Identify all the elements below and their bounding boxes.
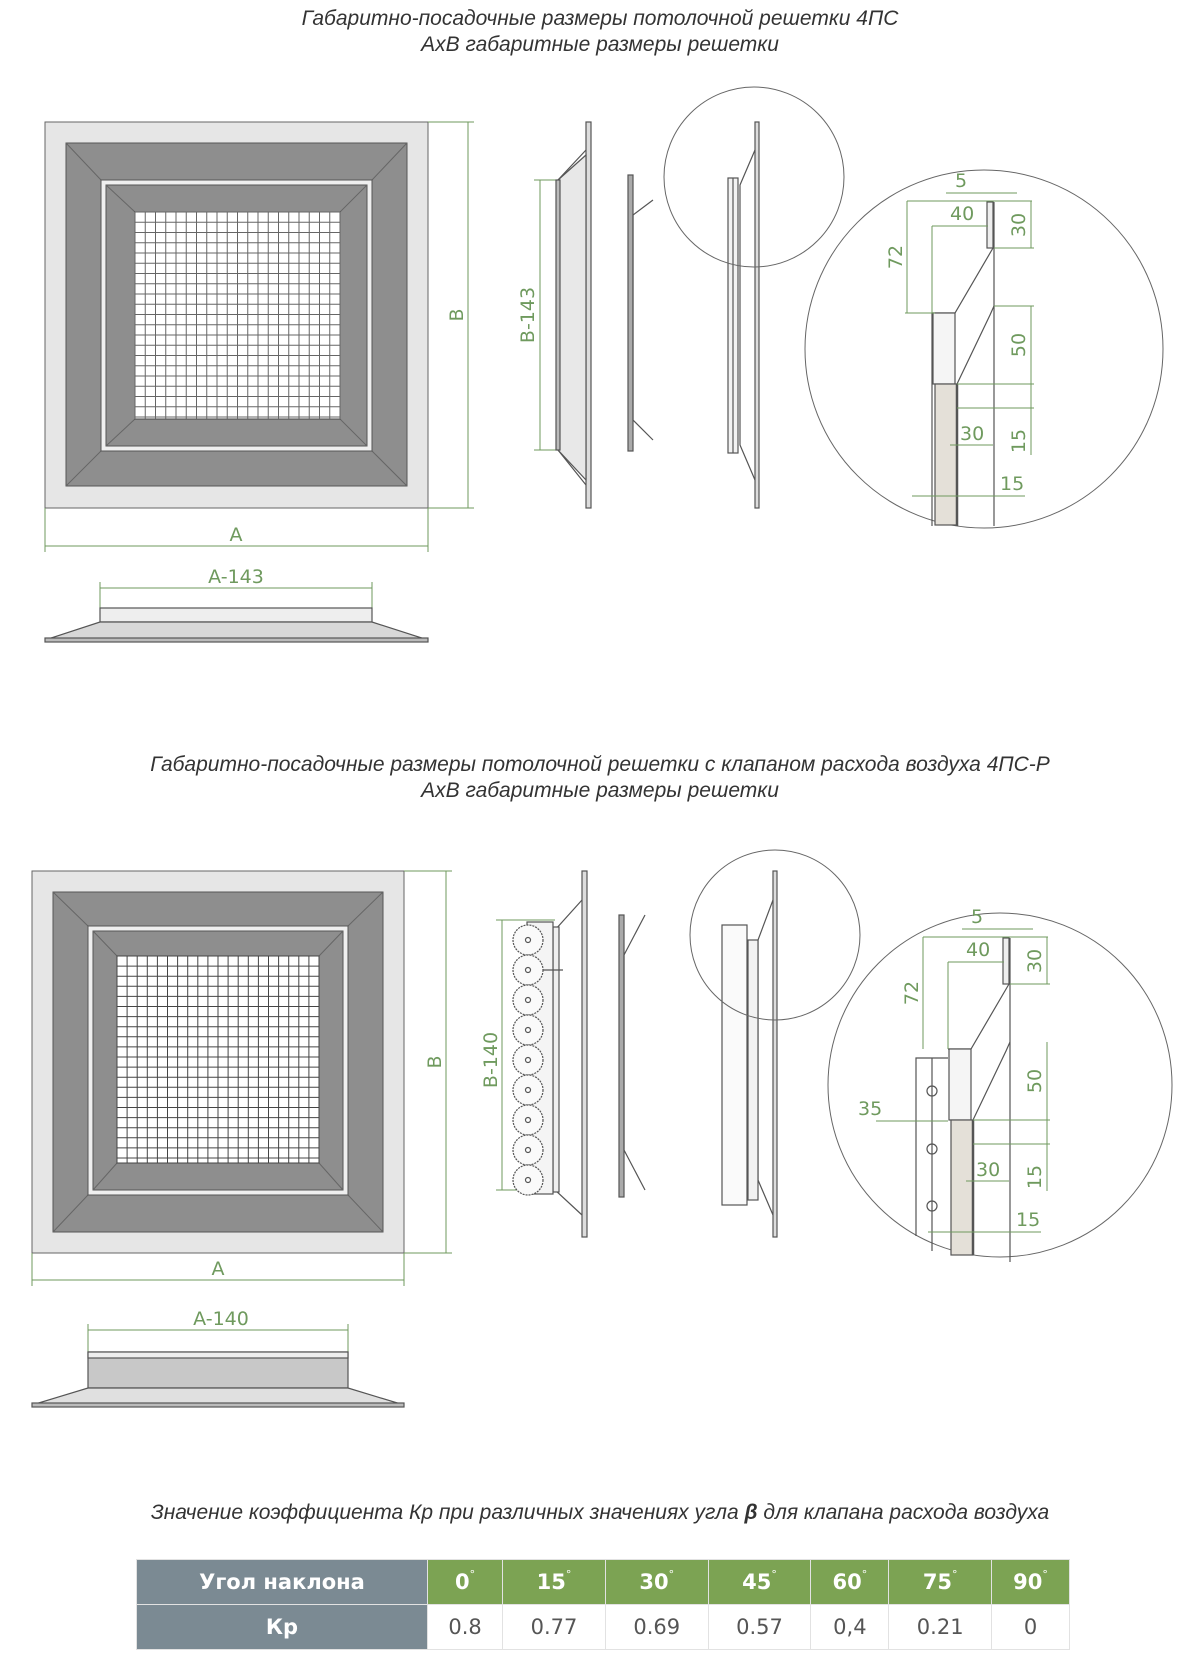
detail2-dim-15-bottom: 15 (1016, 1209, 1040, 1231)
kp-value: 0.77 (502, 1604, 606, 1650)
section1-subtitle: АхВ габаритные размеры решетки (421, 33, 779, 56)
degree-symbol: ° (952, 1568, 958, 1581)
detail2-dim-15-right: 15 (1024, 1165, 1046, 1189)
degree-symbol: ° (771, 1568, 777, 1581)
dim-B-side: B-143 (517, 287, 539, 343)
angle-value: 60 (832, 1570, 862, 1594)
detail1-dim-30-top: 30 (1008, 213, 1030, 237)
detail2-dim-30-mid: 30 (976, 1159, 1000, 1181)
dim-B-side-2: B-140 (480, 1032, 502, 1088)
detail2-dim-72: 72 (901, 981, 923, 1005)
dim-A-2: A (212, 1258, 225, 1280)
detail2-dim-30-top: 30 (1024, 949, 1046, 973)
kp-value: 0.69 (604, 1604, 709, 1650)
degree-symbol: ° (1042, 1568, 1048, 1581)
detail1-dim-40: 40 (950, 203, 974, 225)
dimension-lines-1 (44, 121, 556, 622)
table-row-angles: Угол наклона 0°15°30°45°60°75°90° (136, 1559, 1070, 1605)
beta-symbol: β (744, 1501, 758, 1524)
grille-front-view-4ps (44, 121, 429, 509)
row-label-angle: Угол наклона (136, 1559, 428, 1605)
kp-value: 0.8 (426, 1604, 504, 1650)
detail2-dim-50: 50 (1024, 1069, 1046, 1093)
angle-cell: 45° (707, 1559, 812, 1605)
detail1-dim-50: 50 (1008, 333, 1030, 357)
technical-drawings: A B A-143 B-143 (31, 86, 1173, 1408)
mesh-grid (134, 211, 341, 419)
dim-B: B (446, 308, 468, 321)
kp-table: Угол наклона 0°15°30°45°60°75°90° Кр 0.8… (136, 1559, 1070, 1650)
degree-symbol: ° (861, 1568, 868, 1581)
dim-A-side-2: A-140 (193, 1308, 249, 1330)
grille-front-view-4ps-r (31, 870, 405, 1254)
angle-cell: 90° (991, 1559, 1070, 1605)
table-title-text: Значение коэффициента Кр при различных з… (150, 1501, 745, 1524)
detail1-dim-5: 5 (955, 170, 967, 192)
dim-A: A (230, 524, 243, 546)
section2-subtitle: АхВ габаритные размеры решетки (421, 779, 779, 802)
kp-value: 0.57 (707, 1604, 812, 1650)
angle-value: 0 (455, 1570, 470, 1594)
detail1-dim-15-right: 15 (1008, 429, 1030, 453)
side-view-bottom-2 (31, 1351, 405, 1408)
kp-value: 0.21 (888, 1604, 993, 1650)
detail2-dim-40: 40 (966, 939, 990, 961)
section1-title: Габаритно-посадочные размеры потолочной … (301, 7, 899, 30)
dim-A-side: A-143 (208, 566, 264, 588)
angle-value: 75 (922, 1570, 953, 1594)
angle-cell: 0° (426, 1559, 504, 1605)
row-label-kp: Кр (136, 1604, 428, 1650)
angle-cell: 30° (604, 1559, 709, 1605)
side-view-bottom-1 (44, 607, 429, 643)
mesh-grid (116, 955, 319, 1163)
degree-symbol: ° (565, 1568, 572, 1581)
detail1-dim-30-mid: 30 (960, 423, 984, 445)
table-title: Значение коэффициента Кр при различных з… (0, 1500, 1200, 1526)
detail-circle-2: 5 40 30 72 50 35 30 15 15 (827, 906, 1173, 1262)
degree-symbol: ° (469, 1568, 476, 1581)
angle-value: 90 (1013, 1570, 1043, 1594)
detail-circle-1: 5 40 30 72 50 30 15 15 (804, 169, 1164, 529)
dimension-lines-2 (31, 870, 555, 1360)
detail1-dim-72: 72 (885, 245, 907, 269)
degree-symbol: ° (668, 1568, 675, 1581)
side-profile-2 (512, 849, 861, 1238)
angle-value: 15 (536, 1570, 566, 1594)
angle-cell: 60° (810, 1559, 890, 1605)
angle-value: 30 (639, 1570, 669, 1594)
kp-value: 0 (991, 1604, 1070, 1650)
detail1-dim-15-bottom: 15 (1000, 473, 1024, 495)
table-title-text-end: для клапана расхода воздуха (757, 1501, 1050, 1524)
angle-value: 45 (742, 1570, 772, 1594)
detail2-dim-35: 35 (858, 1098, 882, 1120)
section2-title: Габаритно-посадочные размеры потолочной … (150, 753, 1050, 776)
dim-B-2: B (424, 1055, 446, 1068)
kp-value: 0,4 (810, 1604, 890, 1650)
angle-cell: 15° (502, 1559, 606, 1605)
detail2-dim-5: 5 (971, 906, 983, 928)
side-profile-1 (555, 86, 845, 509)
angle-cell: 75° (888, 1559, 993, 1605)
